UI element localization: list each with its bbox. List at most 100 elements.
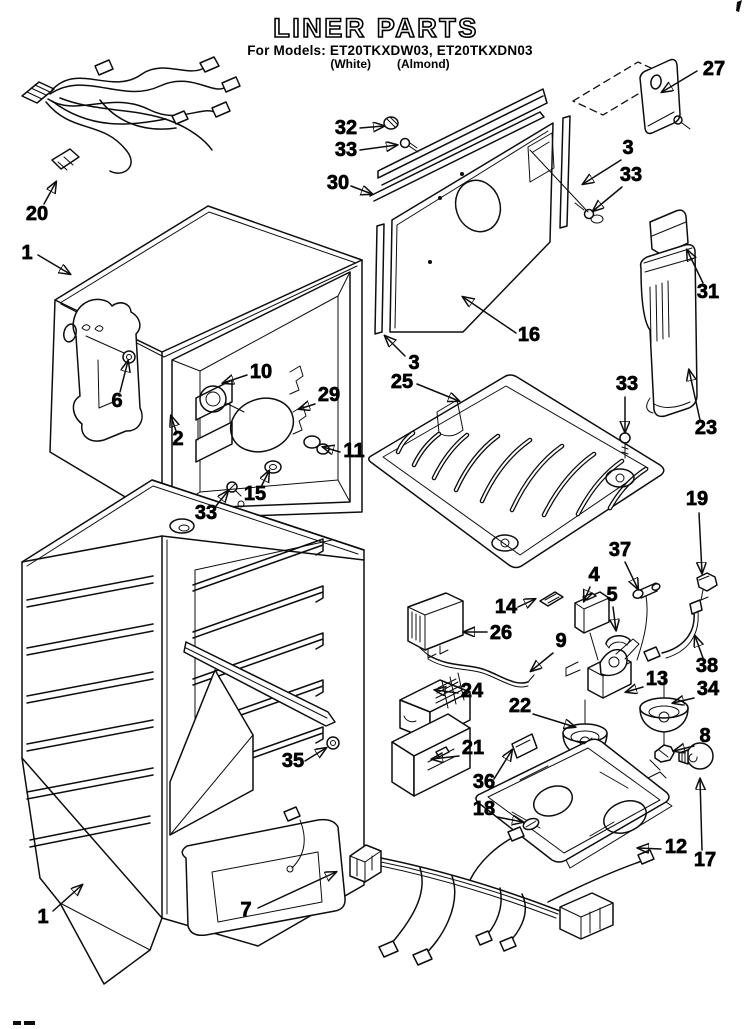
callout-29: 29 <box>299 384 340 409</box>
callout-8: 8 <box>674 725 711 751</box>
callout-27: 27 <box>662 58 725 92</box>
models-subheader: For Models: ET20TKXDW03, ET20TKXDN03 (Wh… <box>14 43 752 71</box>
vent-slots <box>395 430 649 518</box>
part-number-label: 35 <box>282 750 304 772</box>
finish-almond: (Almond) <box>397 57 450 72</box>
part-number-label: 24 <box>461 680 484 702</box>
wiring-harness-top <box>21 56 241 174</box>
callout-14: 14 <box>495 596 535 618</box>
finish-white: (White) <box>330 57 371 72</box>
part-number-label: 33 <box>335 139 357 161</box>
wiring-harness-bottom <box>283 806 655 966</box>
callout-36: 36 <box>473 750 512 793</box>
callout-12: 12 <box>638 836 687 858</box>
callout-33: 33 <box>616 373 638 432</box>
vented-partition <box>368 374 665 569</box>
callout-7: 7 <box>240 872 336 921</box>
callout-6: 6 <box>111 361 128 412</box>
callout-5: 5 <box>606 584 617 630</box>
part-number-label: 14 <box>495 596 518 618</box>
callout-30: 30 <box>327 172 372 194</box>
callout-layer: 2732333033320116313251029261115333323193… <box>21 58 725 929</box>
callout-32: 32 <box>335 117 384 139</box>
part-number-label: 8 <box>699 725 710 747</box>
diagram-header: LINER PARTS For Models: ET20TKXDW03, ET2… <box>0 13 752 72</box>
part-number-label: 4 <box>588 564 600 586</box>
callout-15: 15 <box>244 471 269 505</box>
part-number-label: 33 <box>620 164 642 186</box>
part-number-label: 29 <box>318 384 340 406</box>
part-number-label: 16 <box>518 324 540 346</box>
page-title: LINER PARTS <box>272 13 479 43</box>
part-number-label: 23 <box>695 417 717 439</box>
callout-11: 11 <box>323 440 365 462</box>
callout-38: 38 <box>695 636 718 677</box>
callout-31: 31 <box>687 250 719 303</box>
freezer-liner <box>49 205 363 520</box>
callout-37: 37 <box>609 539 638 589</box>
callout-33: 33 <box>335 139 397 161</box>
callout-24: 24 <box>435 680 484 702</box>
callout-3: 3 <box>583 137 634 184</box>
callout-9: 9 <box>531 630 567 671</box>
callout-22: 22 <box>509 695 575 727</box>
part-number-label: 13 <box>646 668 668 690</box>
part-number-label: 34 <box>697 678 720 700</box>
callout-18: 18 <box>473 798 523 822</box>
part-number-label: 6 <box>111 390 122 412</box>
part-number-label: 1 <box>37 906 48 928</box>
part-number-label: 3 <box>408 352 419 374</box>
refrigerator-liner <box>21 479 365 985</box>
part-number-label: 11 <box>343 440 364 462</box>
part-number-label: 33 <box>616 373 638 395</box>
part-number-label: 36 <box>473 771 495 793</box>
evaporator-cover-panel <box>369 58 691 335</box>
part-number-label: 2 <box>172 428 183 450</box>
callout-4: 4 <box>584 564 601 601</box>
callout-17: 17 <box>694 779 716 871</box>
part-number-label: 5 <box>606 584 617 606</box>
callout-23: 23 <box>689 370 717 439</box>
callout-33: 33 <box>593 164 642 211</box>
part-number-label: 27 <box>703 58 725 80</box>
callout-33: 33 <box>195 491 228 524</box>
part-number-label: 3 <box>622 137 633 159</box>
models-line: For Models: ET20TKXDW03, ET20TKXDN03 <box>247 43 533 59</box>
part-number-label: 9 <box>555 630 566 652</box>
part-number-label: 22 <box>509 695 531 717</box>
part-number-label: 31 <box>697 281 719 303</box>
callout-19: 19 <box>686 488 708 573</box>
callout-20: 20 <box>26 182 56 225</box>
callout-3: 3 <box>385 336 420 374</box>
part-number-label: 37 <box>609 539 631 561</box>
callout-1: 1 <box>37 885 82 928</box>
part-number-label: 1 <box>21 242 32 264</box>
callout-13: 13 <box>626 668 668 692</box>
callout-2: 2 <box>171 416 184 450</box>
part-number-label: 17 <box>694 849 716 871</box>
part-number-label: 33 <box>195 502 217 524</box>
callout-1: 1 <box>21 242 70 274</box>
part-number-label: 21 <box>462 737 484 759</box>
callout-21: 21 <box>432 737 484 759</box>
callout-35: 35 <box>282 748 326 772</box>
part-number-label: 30 <box>327 172 349 194</box>
part-number-label: 19 <box>686 488 708 510</box>
callout-16: 16 <box>463 297 540 346</box>
part-number-label: 26 <box>490 622 512 644</box>
callout-10: 10 <box>223 361 272 383</box>
finishes-line: (White) (Almond) <box>14 57 752 71</box>
part-number-label: 32 <box>335 117 357 139</box>
part-number-label: 12 <box>665 836 687 858</box>
air-duct <box>639 209 698 418</box>
callout-26: 26 <box>464 622 512 644</box>
door-liner-grooves <box>26 575 154 848</box>
part-number-label: 38 <box>696 655 718 677</box>
callout-34: 34 <box>673 678 720 703</box>
print-artifacts <box>13 0 742 1025</box>
part-number-label: 15 <box>244 483 266 505</box>
callout-25: 25 <box>391 371 459 401</box>
part-number-label: 7 <box>240 899 251 921</box>
